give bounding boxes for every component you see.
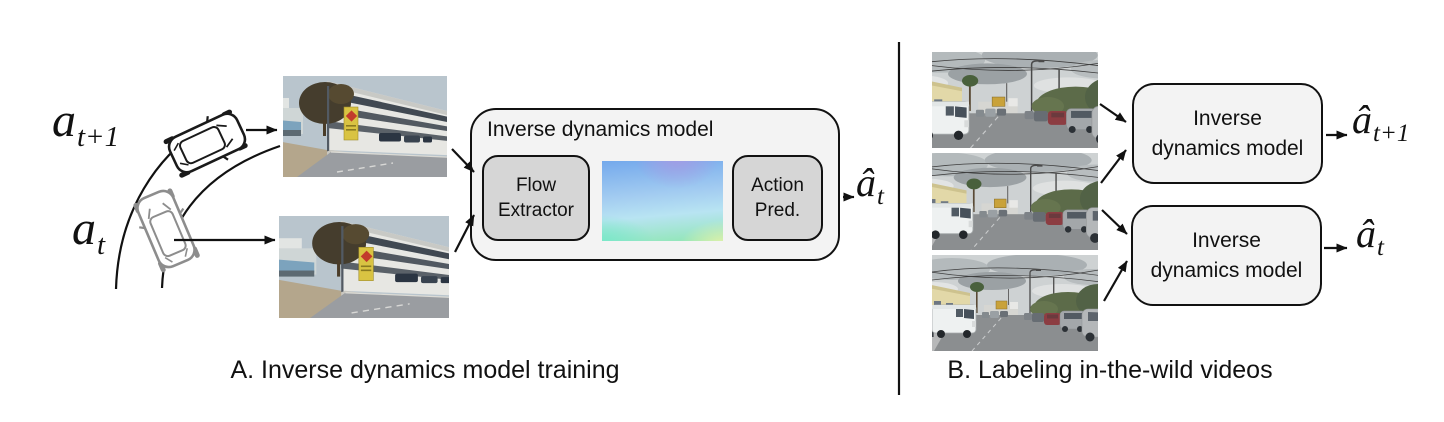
action-pred-box: Action Pred. [732, 155, 823, 241]
wild-frame-3 [932, 255, 1098, 351]
road-curve-inner [160, 144, 281, 289]
idm-bottom-line1: Inverse [1192, 228, 1261, 252]
car-sketch-t-plus-1-icon [160, 104, 252, 183]
idm-box-bottom: Inverse dynamics model [1131, 205, 1322, 306]
math-subscript: t+1 [77, 121, 120, 153]
car-sketch-t-icon [128, 184, 205, 276]
flow-extractor-line1: Flow [515, 175, 557, 196]
caption-panel-b: B. Labeling in-the-wild videos [947, 356, 1273, 384]
frame-image-t [279, 216, 449, 318]
flow-extractor-box: Flow Extractor [482, 155, 590, 241]
idm-bottom-line2: dynamics model [1150, 258, 1303, 282]
action-pred-line1: Action [751, 175, 804, 196]
math-subscript: t+1 [1373, 120, 1410, 147]
math-subscript: t [1377, 234, 1384, 261]
inverse-dynamics-model-title: Inverse dynamics model [487, 118, 714, 141]
caption-panel-a: A. Inverse dynamics model training [230, 356, 620, 384]
idm-top-line2: dynamics model [1151, 136, 1304, 160]
flow-extractor-line2: Extractor [497, 200, 575, 221]
output-label-a-hat-t-bottom: ât [1356, 211, 1384, 261]
math-base: a [52, 94, 76, 147]
arrow-wild1-to-idm-top [1099, 103, 1127, 123]
wild-frame-1 [932, 52, 1098, 148]
math-base: â [1356, 211, 1376, 256]
idm-box-top: Inverse dynamics model [1132, 83, 1323, 184]
math-subscript: t [97, 229, 106, 261]
wild-frame-2 [932, 153, 1098, 250]
output-label-a-hat-t-plus-1: ât+1 [1352, 97, 1409, 147]
math-subscript: t [877, 183, 884, 210]
math-base: â [856, 160, 876, 205]
arrow-wild2-to-idm-top [1100, 149, 1127, 184]
arrow-wild3-to-idm-bottom [1103, 260, 1128, 302]
math-base: a [72, 202, 96, 255]
output-label-a-hat-t: ât [856, 160, 884, 210]
action-pred-line2: Pred. [754, 200, 801, 221]
optical-flow-image [602, 161, 723, 241]
math-base: â [1352, 97, 1372, 142]
frame-image-t-plus-1 [283, 76, 447, 177]
idm-top-line1: Inverse [1193, 106, 1262, 130]
road-curve-outer [114, 110, 231, 290]
action-label-a-t-plus-1: at+1 [52, 94, 119, 152]
arrow-wild2-to-idm-bottom [1101, 209, 1128, 235]
action-label-a-t: at [72, 202, 105, 260]
